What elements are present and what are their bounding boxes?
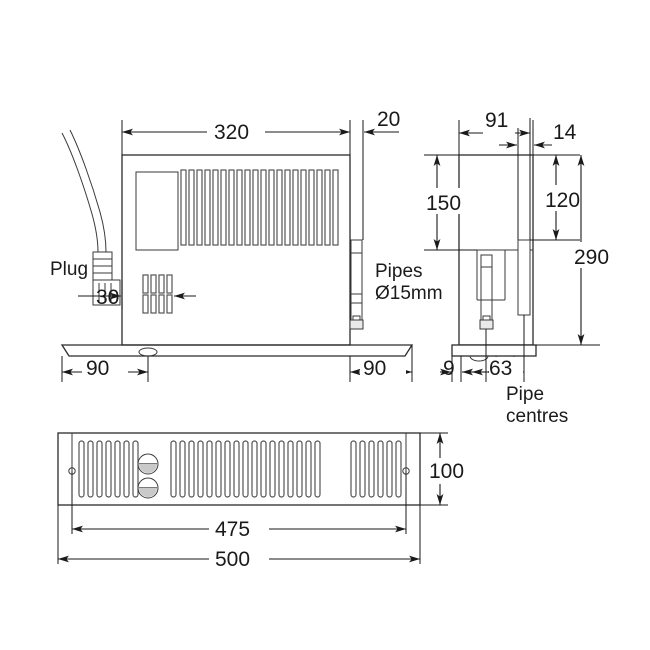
- dim-9-text: 9: [443, 357, 455, 380]
- front-small-vent-block: [142, 274, 173, 314]
- dim-right-90-text: 90: [363, 357, 386, 380]
- dim-20-text: 20: [377, 108, 400, 131]
- pipe-centres-label-line2: centres: [506, 406, 568, 427]
- dim-side-height-120: 120: [530, 154, 590, 241]
- plan-fin-bank-centre: [170, 440, 321, 498]
- dim-91-text: 91: [485, 109, 508, 132]
- plan-fin-bank-left: [78, 440, 139, 498]
- dim-foot-left-90: 90: [61, 356, 149, 382]
- dim-30-text: 30: [96, 286, 119, 309]
- pipe-centres-label-line1: Pipe: [506, 384, 544, 405]
- plan-fin-bank-right: [350, 440, 402, 498]
- dim-side-depth-91: 91: [459, 109, 530, 144]
- dim-pipe-centres-63: 63: [472, 315, 525, 382]
- side-rear-pipe: [517, 239, 531, 316]
- dim-side-offset-9: 9: [440, 356, 473, 382]
- dim-290-text: 290: [574, 246, 609, 269]
- dim-side-flange-14: 14: [499, 121, 577, 149]
- dim-side-height-150: 150: [424, 154, 477, 251]
- dim-front-width-320: 320: [122, 119, 350, 145]
- plan-view: 100 475 500: [57, 432, 478, 571]
- dim-100-text: 100: [429, 460, 464, 483]
- dim-500-text: 500: [215, 548, 250, 571]
- dim-left-90-text: 90: [86, 357, 109, 380]
- dim-side-height-290: 290: [536, 155, 622, 346]
- dim-foot-right-90: 90: [349, 345, 413, 382]
- plug-label: Plug: [50, 259, 88, 280]
- dim-120-text: 120: [545, 189, 580, 212]
- front-control-panel: [135, 171, 179, 251]
- pipes-label-line1: Pipes: [375, 261, 423, 282]
- dim-14-text: 14: [553, 121, 577, 144]
- dim-plug-offset-30: 30: [78, 280, 196, 310]
- dim-plan-inner-475: 475: [71, 471, 407, 541]
- dim-plan-outer-500: 500: [57, 505, 421, 571]
- front-elevation-view: Plug: [50, 108, 443, 382]
- dim-150-text: 150: [426, 192, 461, 215]
- side-front-pipe: [479, 254, 494, 330]
- dim-475-text: 475: [215, 518, 250, 541]
- plan-control-knobs: [137, 453, 159, 499]
- side-elevation-view: 91 14 150 120 290: [424, 109, 622, 427]
- dim-plan-height-100: 100: [420, 432, 478, 506]
- pipes-label-line2: Ø15mm: [375, 283, 443, 304]
- front-pipe: [349, 239, 364, 330]
- front-fin-bank: [180, 169, 339, 246]
- dim-63-text: 63: [489, 357, 512, 380]
- power-cable: [61, 129, 107, 253]
- dim-front-depth-20: 20: [364, 108, 400, 136]
- dim-320-text: 320: [214, 121, 249, 144]
